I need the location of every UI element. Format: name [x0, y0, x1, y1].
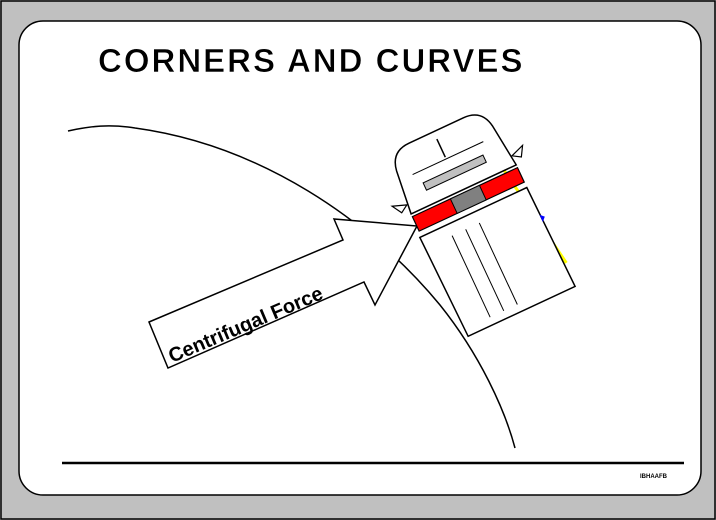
slide-title: CORNERS AND CURVES — [98, 42, 525, 79]
footer-code: IBHAAFB — [640, 474, 668, 480]
